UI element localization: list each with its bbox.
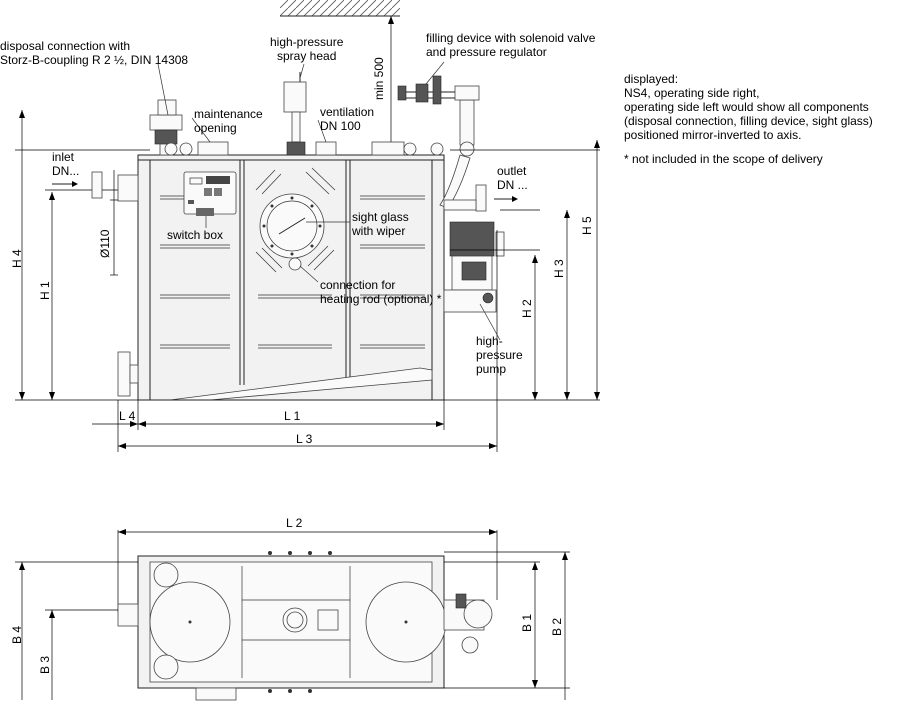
- label-filling-device: filling device with solenoid valve and p…: [426, 31, 596, 59]
- dim-L1: L 1: [284, 409, 301, 423]
- label-diameter: Ø110: [98, 229, 112, 258]
- heating-rod-connection: [288, 257, 302, 271]
- dim-B2: B 2: [550, 617, 564, 636]
- label-inlet: inlet DN...: [52, 150, 80, 178]
- ceiling-hatch: [280, 0, 400, 16]
- label-min-500: min 500: [372, 57, 386, 100]
- dim-H2: H 2: [520, 299, 534, 318]
- dim-B4: B 4: [10, 625, 24, 644]
- dim-L4: L 4: [119, 409, 136, 423]
- dim-H5: H 5: [580, 216, 594, 235]
- dim-B1: B 1: [520, 613, 534, 632]
- top-view: [15, 529, 570, 701]
- label-switch-box: switch box: [167, 228, 224, 242]
- label-ventilation: ventilation DN 100: [320, 105, 375, 133]
- side-view: [15, 0, 600, 452]
- note-block: displayed: NS4, operating side right, op…: [624, 72, 873, 166]
- label-sight-glass: sight glass with wiper: [352, 210, 409, 238]
- high-pressure-pump: [443, 221, 505, 313]
- disposal-coupling: [149, 99, 183, 156]
- dim-B3: B 3: [38, 655, 52, 674]
- label-heating-rod: connection for heating rod (optional) *: [320, 278, 442, 306]
- dim-L3: L 3: [296, 432, 313, 446]
- dim-L2: L 2: [286, 516, 303, 530]
- spray-head: [283, 72, 307, 156]
- switch-box: [183, 171, 237, 216]
- dim-H3: H 3: [552, 259, 566, 278]
- label-maintenance-opening: maintenance opening: [194, 107, 263, 135]
- label-high-pressure-pump: high- pressure pump: [476, 334, 523, 376]
- outlet-pipe: [475, 184, 487, 212]
- dim-H4: H 4: [10, 249, 24, 268]
- label-outlet: outlet DN ...: [497, 164, 528, 192]
- dim-H1: H 1: [38, 281, 52, 300]
- label-disposal-connection: disposal connection with Storz-B-couplin…: [0, 39, 189, 67]
- label-spray-head: high-pressure spray head: [270, 35, 344, 63]
- sight-glass: [259, 193, 325, 259]
- footnote: * not included in the scope of delivery: [624, 152, 823, 166]
- inlet-pipe: [117, 174, 139, 202]
